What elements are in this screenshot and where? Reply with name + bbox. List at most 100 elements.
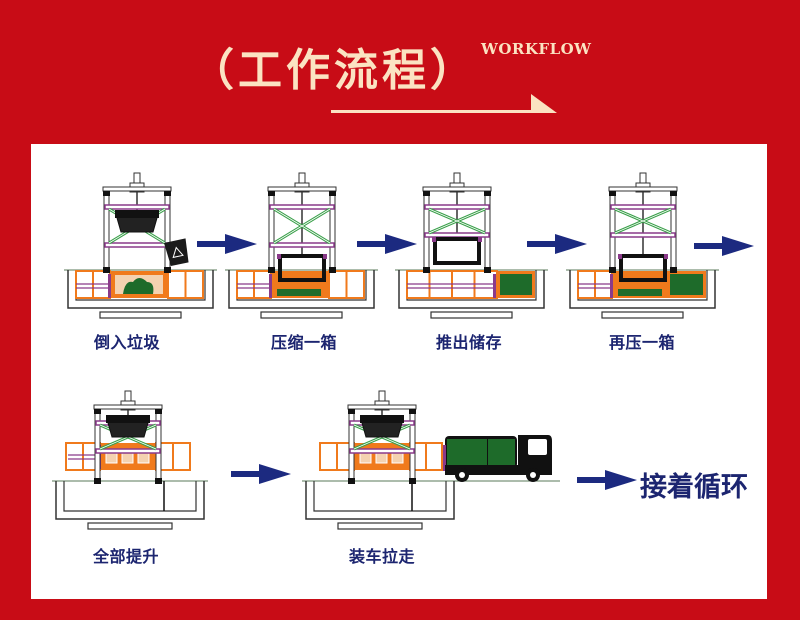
plate-bracket (478, 237, 482, 242)
bin-body (164, 238, 189, 267)
right-post (155, 408, 162, 484)
post-foot-left (268, 267, 275, 273)
plate-bracket (664, 254, 668, 259)
truck-container-right (488, 439, 515, 465)
plate-bracket (618, 254, 622, 259)
pit-outline (228, 270, 375, 309)
right-arrow-icon (527, 234, 587, 258)
step-label-dump: 倒入垃圾 (94, 333, 161, 352)
pit-outline (67, 270, 214, 309)
post-cap-left (103, 191, 110, 196)
purple-beam (424, 232, 490, 238)
step-lift (48, 383, 228, 533)
plate-bracket (432, 237, 436, 242)
plate-bracket (323, 254, 327, 259)
page-subtitle: WORKFLOW (481, 40, 592, 58)
base-plate (601, 311, 684, 319)
title-underline (331, 110, 531, 113)
post-cap-right (409, 409, 416, 414)
post-foot-right (329, 267, 336, 273)
truck-tailgate (443, 445, 446, 471)
press-plate (619, 254, 667, 282)
purple-beam (610, 204, 676, 210)
final-loop-label: 接着循环 (640, 472, 748, 503)
press-plate-raised (106, 415, 150, 423)
post-cap-right (164, 191, 171, 196)
pit-outline (569, 270, 716, 309)
truck-window (528, 439, 547, 455)
post-foot-left (609, 267, 616, 273)
press-plate (278, 254, 326, 282)
post-foot-right (164, 267, 171, 273)
base-plate (99, 311, 182, 319)
post-cap-left (423, 191, 430, 196)
base-plate (260, 311, 343, 319)
top-beam (102, 186, 172, 192)
right-post (409, 408, 416, 484)
left-post (348, 408, 355, 484)
post-cap-left (348, 409, 355, 414)
left-post (94, 408, 101, 484)
pit-outline (398, 270, 545, 309)
post-foot-right (155, 478, 162, 484)
piston-rod-top (453, 172, 461, 184)
compressed-garbage (618, 289, 662, 296)
cross-brace-highlight (614, 208, 672, 234)
base-plate (430, 311, 513, 319)
pit-inner-outline (63, 481, 197, 512)
purple-beam (104, 242, 170, 248)
press-hopper (116, 217, 158, 233)
base-plate (337, 522, 423, 530)
pit-outline (55, 481, 205, 520)
purple-beam (269, 242, 335, 248)
piston-rod-top (298, 172, 306, 184)
top-beam (267, 186, 337, 192)
base-plate (87, 522, 173, 530)
load-diagram (302, 390, 560, 530)
right-post (484, 190, 491, 273)
post-cap-right (484, 191, 491, 196)
truck-hub-front (530, 472, 536, 478)
post-foot-right (484, 267, 491, 273)
right-arrow-icon (694, 236, 754, 260)
left-post (609, 190, 616, 273)
post-foot-left (348, 478, 355, 484)
purple-beam (610, 232, 676, 238)
post-foot-right (409, 478, 416, 484)
garbage-pile (123, 278, 154, 294)
press-hopper (361, 422, 403, 438)
dump-diagram (64, 172, 217, 319)
push-plate (610, 274, 613, 298)
truck-hub-rear (459, 472, 465, 478)
compressed-garbage (277, 289, 321, 296)
cross-brace-highlight (428, 208, 486, 234)
post-foot-left (103, 267, 110, 273)
piston-rod-top (378, 390, 386, 402)
pit-inner-outline (313, 481, 447, 512)
post-foot-left (94, 478, 101, 484)
truck-container-left (447, 439, 487, 465)
top-beam (422, 186, 492, 192)
lift-diagram (52, 390, 208, 530)
cross-brace-highlight (273, 208, 331, 244)
left-post (268, 190, 275, 273)
stored-garbage (500, 274, 532, 295)
top-beam (608, 186, 678, 192)
step-recompress (566, 165, 731, 319)
piston-rod-top (124, 390, 132, 402)
stored-garbage (670, 274, 703, 295)
push-plate (108, 274, 111, 298)
push-plate (269, 274, 272, 298)
post-cap-left (268, 191, 275, 196)
left-post (423, 190, 430, 273)
step-push (395, 165, 560, 319)
post-cap-left (609, 191, 616, 196)
title-underline-tip (531, 94, 557, 113)
right-arrow-icon (577, 470, 637, 494)
right-post (670, 190, 677, 273)
post-foot-left (423, 267, 430, 273)
truck-icon (443, 435, 552, 482)
plate-bracket (277, 254, 281, 259)
right-arrow-icon (197, 234, 257, 258)
post-cap-right (155, 409, 162, 414)
